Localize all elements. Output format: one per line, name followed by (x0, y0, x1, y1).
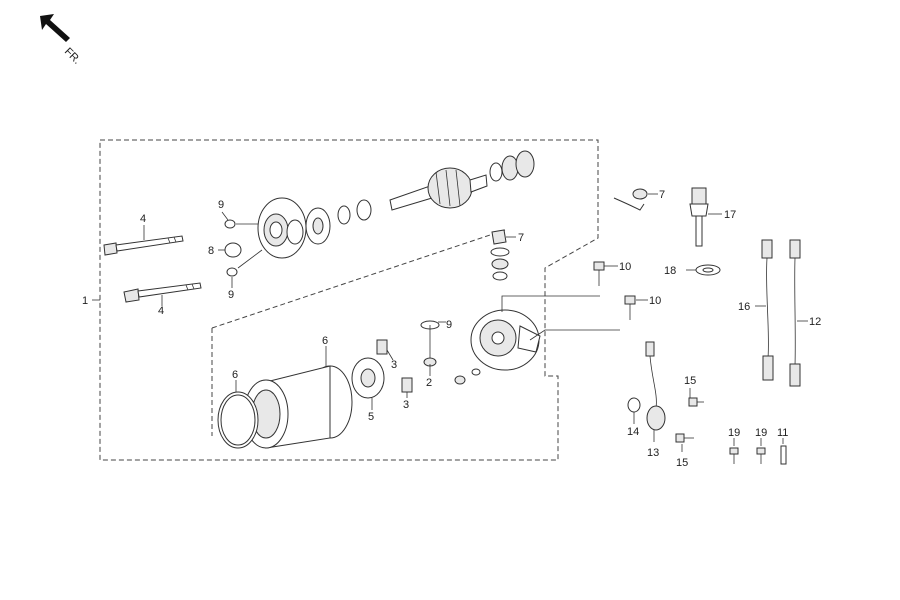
callout-6-o-ring: 6 (232, 369, 238, 381)
rear-washer-c (515, 150, 535, 178)
callout-7-nut: 7 (518, 232, 524, 244)
callout-9-lower: 9 (228, 289, 234, 301)
starter-assembly-boundary (99, 139, 599, 461)
callout-4-lower: 4 (158, 305, 164, 317)
callout-9-terminal: 9 (446, 319, 452, 331)
bolt-11 (780, 445, 787, 465)
front-direction-arrow: FR. (40, 14, 83, 67)
washer-c (471, 368, 481, 376)
o-ring-9-lower (226, 267, 238, 277)
terminal-bolt (420, 320, 440, 367)
callout-7-bracket: 7 (659, 189, 665, 201)
long-bolt-upper (103, 235, 184, 256)
long-bolt-lower (123, 282, 202, 303)
oxygen-sensor-16 (761, 239, 774, 381)
bolt-10-upper (593, 261, 605, 286)
callout-11: 11 (777, 427, 788, 439)
screw-a (454, 375, 466, 385)
front-cover (257, 197, 307, 259)
callout-6-housing: 6 (322, 335, 328, 347)
callout-2: 2 (426, 377, 432, 389)
yoke-housing (243, 365, 353, 449)
brush-holder (351, 357, 385, 399)
oxygen-sensor-12 (789, 239, 801, 387)
o-ring-8 (224, 242, 242, 258)
callout-8: 8 (208, 245, 214, 257)
washer-b (356, 199, 372, 221)
brush-plate (305, 207, 331, 245)
callout-12: 12 (809, 316, 821, 328)
callout-3-lower: 3 (403, 399, 409, 411)
bracket-nut (613, 188, 648, 211)
callout-13: 13 (647, 447, 659, 459)
rear-washer-a (489, 162, 503, 182)
rear-cover (470, 309, 541, 371)
callout-19-left: 19 (728, 427, 740, 439)
bolt-15-lower (675, 433, 694, 443)
o-ring-9-upper (224, 219, 236, 229)
callout-5: 5 (368, 411, 374, 423)
o-ring-14 (627, 397, 641, 413)
bolt-19-left (729, 447, 739, 464)
callout-18: 18 (664, 265, 676, 277)
brush-spring-lower (401, 377, 413, 393)
callout-15-upper: 15 (684, 375, 696, 387)
callout-4-upper: 4 (140, 213, 146, 225)
temperature-sensor (689, 187, 709, 247)
callout-16: 16 (738, 301, 750, 313)
bolt-15-upper (688, 397, 704, 407)
callout-14: 14 (627, 426, 639, 438)
washer-a (337, 205, 351, 225)
callout-19-right: 19 (755, 427, 767, 439)
rear-washer-b (501, 155, 519, 181)
terminal-nut-stack (490, 229, 510, 281)
callout-3-upper: 3 (391, 359, 397, 371)
callout-10-upper: 10 (619, 261, 631, 273)
callout-9-upper: 9 (218, 199, 224, 211)
callout-1: 1 (82, 295, 88, 307)
brush-spring-upper (376, 339, 388, 355)
direction-label: FR. (62, 46, 83, 67)
switch-harness (645, 341, 666, 431)
callout-10-lower: 10 (649, 295, 661, 307)
callout-17: 17 (724, 209, 736, 221)
bolt-19-right (756, 447, 766, 464)
inner-dash-line-2 (211, 229, 506, 329)
armature (389, 167, 488, 211)
bolt-10-lower (624, 295, 636, 320)
callout-15-lower: 15 (676, 457, 688, 469)
